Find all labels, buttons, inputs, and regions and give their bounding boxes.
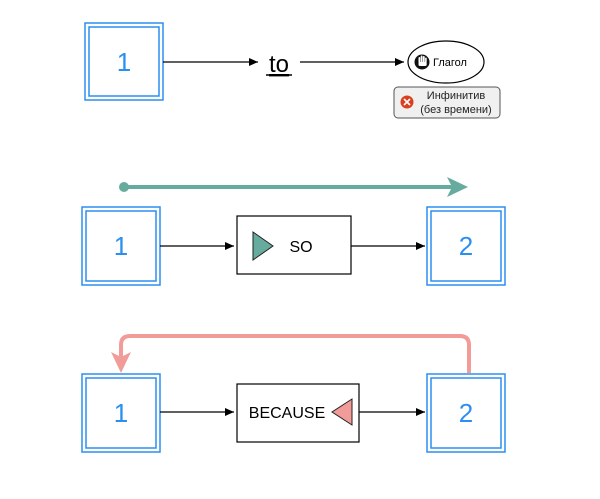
row3-middle-label: BECAUSE — [249, 405, 325, 422]
row1-note-line1: Инфинитив — [427, 90, 486, 102]
row2-forward-arrow — [119, 177, 468, 197]
row3-start-number: 1 — [114, 398, 128, 428]
row3-start-box: 1 — [81, 373, 161, 453]
row2-end-number: 2 — [459, 231, 473, 261]
row2-middle-box: SO — [236, 215, 352, 275]
row1-start-box: 1 — [84, 22, 164, 101]
row2-start-number: 1 — [114, 231, 128, 261]
row1-note-line2: (без времени) — [420, 104, 491, 116]
row1-connector-word: to — [269, 51, 289, 78]
row2-middle-label: SO — [289, 239, 312, 256]
triangle-right-icon — [252, 231, 274, 261]
row3-end-number: 2 — [459, 398, 473, 428]
row2-start-box: 1 — [81, 206, 161, 286]
row1-start-number: 1 — [117, 47, 131, 77]
row2-end-box: 2 — [426, 206, 506, 286]
triangle-left-icon — [331, 398, 353, 426]
row3-middle-box: BECAUSE — [236, 383, 360, 443]
row3-backward-arrow — [111, 334, 471, 373]
hand-stop-icon — [414, 54, 430, 70]
row1-verb-label: Глагол — [433, 57, 467, 69]
row1-note-box: Инфинитив (без времени) — [393, 86, 501, 119]
row1-verb-ellipse: Глагол — [407, 40, 485, 84]
row3-end-box: 2 — [426, 373, 506, 453]
error-x-icon — [400, 95, 414, 109]
